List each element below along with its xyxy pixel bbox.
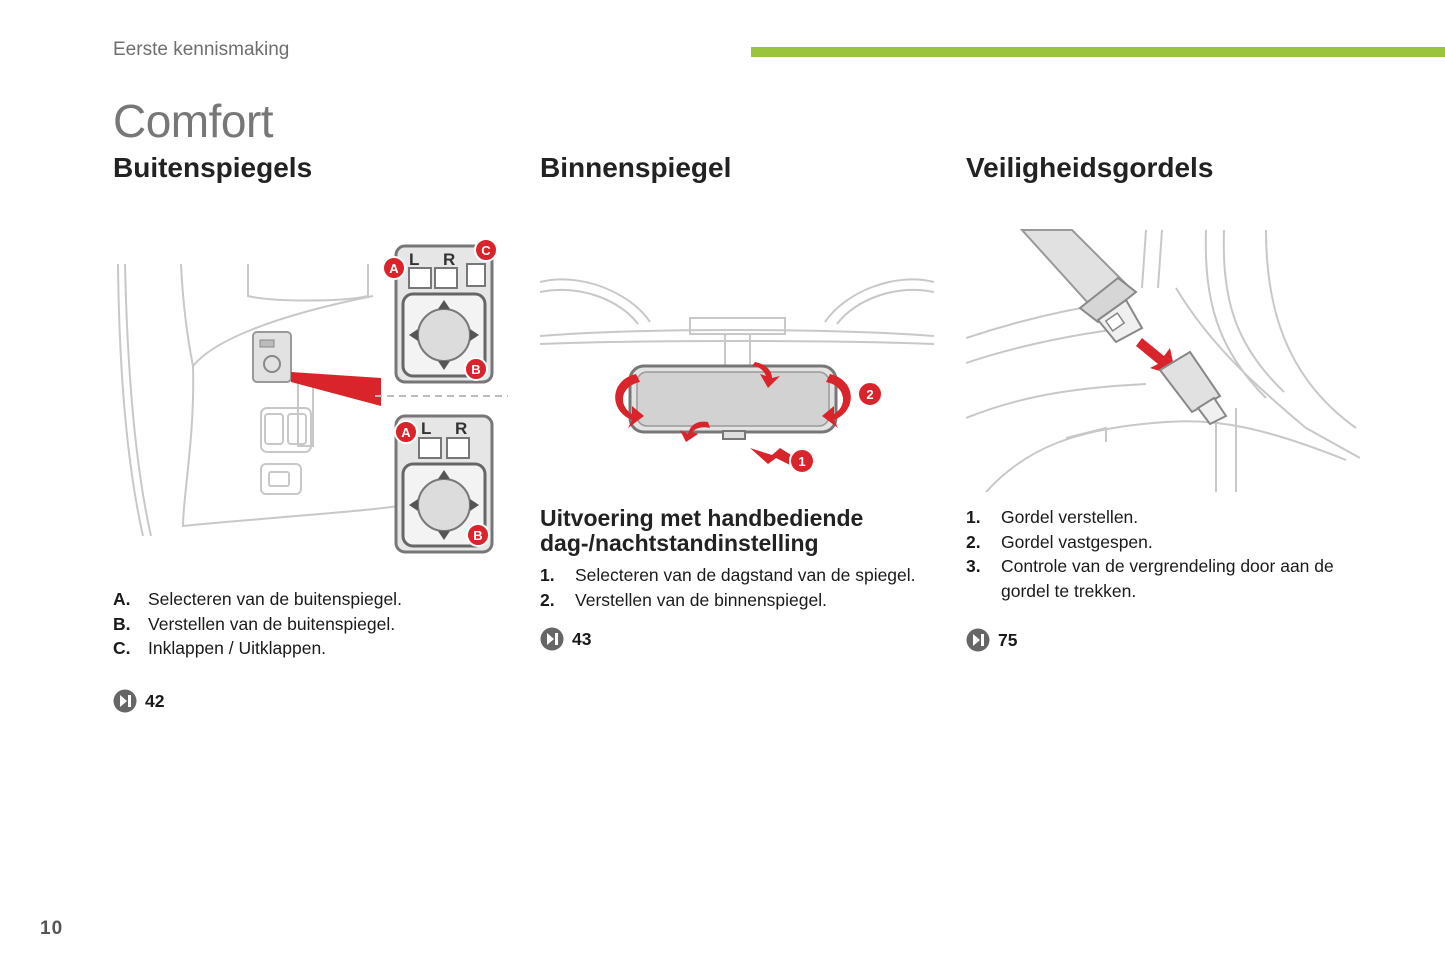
callout-c: C (474, 238, 498, 262)
svg-text:A: A (389, 261, 399, 276)
label-r-bottom: R (455, 419, 467, 438)
list-item: 2. Verstellen van de binnenspiegel. (540, 588, 940, 613)
exterior-mirror-illustration: L R L R A C B A B (117, 238, 508, 554)
list-item-text: Inklappen / Uitklappen. (148, 638, 327, 658)
list-veiligheidsgordels: 1. Gordel verstellen. 2. Gordel vastgespen… (966, 505, 1366, 603)
list-binnenspiegel: 1. Selecteren van de dagstand van de spie… (540, 563, 940, 612)
label-l-bottom: L (421, 419, 431, 438)
list-item-text: Gordel vastgespen. (1001, 531, 1153, 552)
list-item: 1. Gordel verstellen. (966, 505, 1366, 530)
svg-text:A: A (401, 425, 411, 440)
list-item-key: 2. (540, 589, 555, 610)
list-item: 3. Controle van de vergrendeling door aan… (966, 554, 1366, 603)
list-item: 1. Selecteren van de dagstand van de spie… (540, 563, 940, 588)
list-item-key: A. (113, 589, 131, 609)
list-item: B. Verstellen van de buitenspiegel. (113, 612, 523, 637)
label-r-top: R (443, 250, 455, 269)
page-ref-number: 42 (145, 690, 165, 711)
list-item: 2. Gordel vastgespen. (966, 530, 1366, 555)
list-item-text: Selecteren van de dagstand van de spiege… (575, 565, 916, 585)
svg-text:B: B (473, 528, 482, 543)
callout-1: 1 (789, 448, 815, 474)
callout-a-bottom: A (394, 420, 418, 444)
list-item-text: Selecteren van de buitenspiegel. (148, 589, 402, 609)
callout-2: 2 (857, 381, 883, 407)
list-buitenspiegels: A. Selecteren van de buitenspiegel. B. Ver… (113, 587, 523, 661)
list-item-key: 1. (966, 507, 981, 527)
header-accent-bar (751, 47, 1445, 57)
page-ref-43[interactable]: 43 (540, 627, 591, 651)
list-item: A. Selecteren van de buitenspiegel. (113, 587, 523, 612)
list-item-text: Verstellen van de buitenspiegel. (148, 613, 396, 634)
page-reference-icon (113, 689, 137, 713)
label-l-top: L (409, 250, 419, 269)
section-label: Eerste kennismaking (113, 39, 290, 60)
callout-b-bottom: B (466, 523, 490, 547)
svg-text:1: 1 (798, 454, 805, 469)
heading-buitenspiegels: Buitenspiegels (113, 152, 313, 183)
callout-a-top: A (382, 256, 406, 280)
page-ref-number: 43 (572, 628, 592, 649)
list-item-text: Verstellen van de binnenspiegel. (575, 589, 827, 610)
list-item-key: C. (113, 638, 131, 658)
page-reference-icon (966, 628, 990, 652)
list-item-key: B. (113, 613, 131, 634)
page-reference-icon (540, 627, 564, 651)
callout-b-top: B (464, 357, 488, 381)
heading-veiligheidsgordels: Veiligheidsgordels (966, 152, 1214, 183)
page-title: Comfort (113, 95, 274, 147)
seatbelt-illustration (966, 229, 1360, 492)
page-number: 10 (40, 918, 64, 939)
list-item-text: Gordel verstellen. (1001, 507, 1139, 527)
interior-mirror-illustration: 1 2 (540, 278, 934, 474)
page-ref-42[interactable]: 42 (113, 689, 164, 713)
list-item-key: 3. (966, 556, 981, 576)
svg-text:2: 2 (866, 387, 873, 402)
page-ref-75[interactable]: 75 (966, 628, 1017, 652)
svg-text:B: B (471, 362, 480, 377)
svg-text:C: C (481, 243, 491, 258)
list-item: C. Inklappen / Uitklappen. (113, 636, 523, 661)
list-item-key: 2. (966, 531, 981, 552)
list-item-key: 1. (540, 565, 555, 585)
heading-binnenspiegel: Binnenspiegel (540, 152, 732, 183)
subheading-handbediende: Uitvoering met handbediende dag-/nachtst… (540, 505, 864, 556)
page-ref-number: 75 (998, 629, 1018, 650)
list-item-text: Controle van de vergrendeling door aan d… (1001, 556, 1334, 601)
